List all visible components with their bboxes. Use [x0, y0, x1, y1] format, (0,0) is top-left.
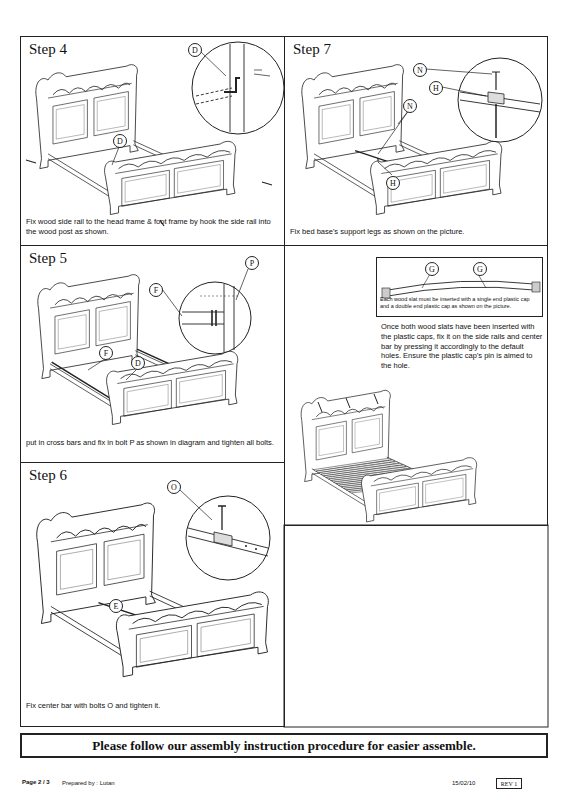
callout-letter: G — [473, 262, 487, 276]
callout-letter: D — [131, 356, 145, 370]
step-heading: Step 6 — [29, 466, 67, 484]
step-caption: Fix bed base's support legs as shown on … — [290, 227, 542, 237]
footer-text: REV 1 — [501, 781, 517, 787]
step-heading: Step 5 — [29, 249, 67, 267]
callout-text: G — [477, 265, 483, 274]
callout-letter: D — [113, 134, 127, 148]
callout-text: D — [117, 137, 123, 146]
callout-text: H — [433, 84, 439, 93]
step-panel: Once both wood slats have been inserted … — [284, 245, 548, 526]
footer-label: 15/02/10 — [452, 780, 475, 787]
callout-text: N — [417, 66, 423, 75]
callout-letter: O — [167, 480, 181, 494]
callout-letter: N — [403, 99, 417, 113]
callout-text: E — [114, 602, 119, 611]
step-caption: put in cross bars and fix in bolt P as s… — [26, 438, 278, 448]
footer-label: Page 2 / 3 — [22, 779, 50, 786]
callout-text: G — [429, 265, 435, 274]
step-panel: Step 5 put in cross bars and fix in bolt … — [20, 245, 285, 463]
step-panel: Each wood slat must be inserted with a s… — [376, 257, 543, 317]
callout-letter: F — [99, 346, 113, 360]
callout-text: F — [104, 349, 108, 358]
banner-text: Please follow our assembly instruction p… — [92, 738, 475, 754]
callout-letter: H — [386, 176, 400, 190]
step-heading: Step 7 — [293, 40, 331, 58]
callout-letter: F — [149, 283, 163, 297]
callout-text: D — [192, 46, 198, 55]
callout-text: D — [135, 359, 141, 368]
callout-letter: D — [188, 43, 202, 57]
callout-letter: G — [425, 262, 439, 276]
callout-letter: E — [109, 599, 123, 613]
callout-letter: P — [245, 256, 259, 270]
step-panel: Step 6 Fix center bar with bolts O and ti… — [20, 462, 285, 727]
revision-box: REV 1 — [496, 778, 522, 789]
callout-text: H — [390, 179, 396, 188]
step-caption: Once both wood slats have been inserted … — [381, 322, 543, 371]
step-caption: Fix wood side rail to the head frame & f… — [26, 217, 278, 237]
callout-text: P — [250, 259, 254, 268]
callout-text: O — [171, 483, 177, 492]
inset-caption: Each wood slat must be inserted with a s… — [380, 296, 540, 309]
footer-label: Prepared by : Lutan — [62, 780, 115, 787]
callout-letter: H — [429, 81, 443, 95]
step-heading: Step 4 — [29, 40, 67, 58]
step-panel: Step 4 Fix wood side rail to the head fra… — [20, 36, 285, 246]
step-panel: Step 7 Fix bed base's support legs as sho… — [284, 36, 548, 246]
notice-banner: Please follow our assembly instruction p… — [20, 733, 548, 758]
callout-letter: N — [413, 63, 427, 77]
callout-text: N — [407, 102, 413, 111]
step-caption: Fix center bar with bolts O and tighten … — [26, 701, 278, 711]
callout-text: F — [154, 286, 158, 295]
